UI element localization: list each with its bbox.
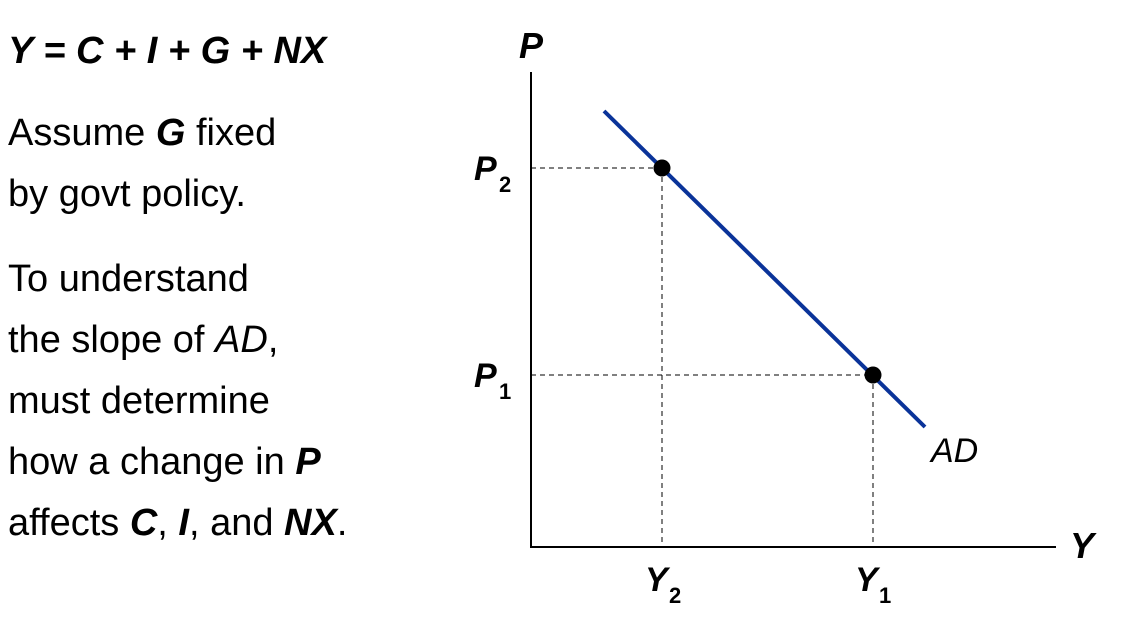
slope-line-5-suffix: . [336,502,348,544]
p1-label-main: P [474,357,497,395]
y2-label-main: Y [645,561,671,599]
assumption-paragraph: Assume G fixed by govt policy. [8,103,276,225]
y1-label-main: Y [855,561,881,599]
slope-line-2-suffix: , [267,319,279,361]
p2-label: P 2 [474,150,511,197]
gdp-equation: Y = C + I + G + NX [8,30,327,72]
var-nx: NX [284,502,337,544]
y2-label: Y 2 [645,561,681,608]
slope-line-5-prefix: affects [8,502,130,544]
var-i: I [178,502,189,544]
ad-curve-label: AD [929,432,978,470]
assumption-line-2: by govt policy. [8,173,246,215]
slope-line-2: the slope of AD, [8,310,347,371]
var-p: P [295,441,321,483]
slope-line-5-sep-2: , and [188,502,285,544]
var-ad: AD [215,319,268,361]
assumption-prefix: Assume [8,112,156,154]
slope-line-1: To understand [8,258,249,300]
p1-label-sub: 1 [499,379,511,404]
var-c: C [129,502,158,544]
y2-label-sub: 2 [669,583,681,608]
assumption-line-1: Assume G fixed [8,103,276,164]
slope-line-5: affects C, I, and NX. [8,493,347,554]
p2-label-main: P [474,150,497,188]
slope-line-3: must determine [8,380,270,422]
slope-line-5-sep-1: , [157,502,179,544]
slope-paragraph: To understand the slope of AD, must dete… [8,249,347,554]
p1-label: P 1 [474,357,511,404]
y1-label-sub: 1 [879,583,891,608]
assumption-suffix: fixed [185,112,277,154]
y-axis-label: P [519,25,544,66]
y1-label: Y 1 [855,561,891,608]
x-axis-label: Y [1070,525,1097,566]
p2-label-sub: 2 [499,172,511,197]
slope-line-4: how a change in P [8,432,347,493]
point-p1-y1 [864,366,882,384]
slope-line-2-prefix: the slope of [8,319,216,361]
var-g: G [155,112,186,154]
point-p2-y2 [653,159,671,177]
slope-line-4-prefix: how a change in [8,441,296,483]
